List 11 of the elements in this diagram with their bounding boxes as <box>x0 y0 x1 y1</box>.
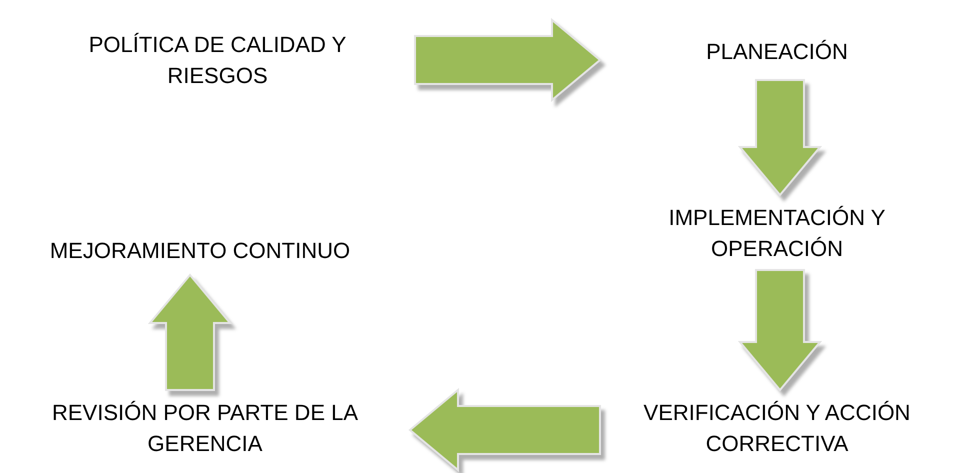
block-arrow <box>738 269 822 392</box>
step-label: IMPLEMENTACIÓN Y OPERACIÓN <box>668 204 886 262</box>
block-arrow <box>414 18 602 102</box>
block-arrow <box>408 388 601 472</box>
step-label: VERIFICACIÓN Y ACCIÓN CORRECTIVA <box>642 398 912 458</box>
step-label: POLÍTICA DE CALIDAD Y RIESGOS <box>88 31 348 90</box>
step-label: PLANEACIÓN <box>706 38 848 66</box>
step-label: MEJORAMIENTO CONTINUO <box>50 236 350 264</box>
block-arrow <box>148 273 232 391</box>
block-arrow <box>738 79 822 197</box>
step-label: REVISIÓN POR PARTE DE LA GERENCIA <box>50 398 360 458</box>
